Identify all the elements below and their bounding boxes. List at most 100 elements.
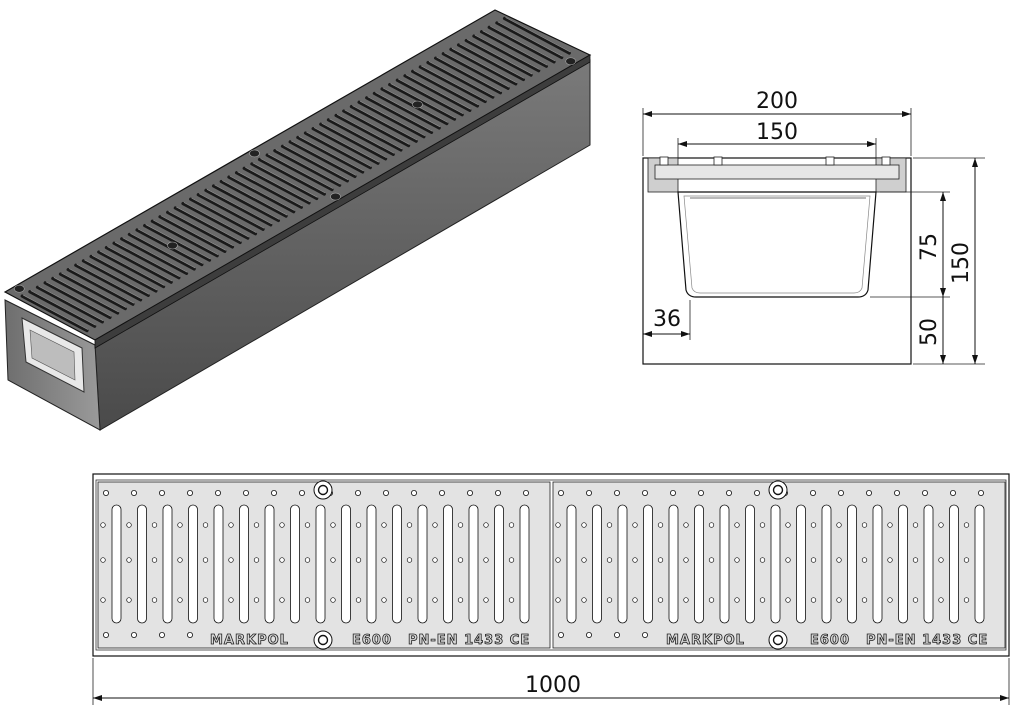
grate-dot — [642, 489, 649, 496]
grate-slot — [43, 281, 112, 320]
grate-dot — [242, 489, 249, 496]
grate-dot — [759, 597, 766, 603]
grate-slot — [311, 127, 380, 165]
dimension-label-150-top: 150 — [756, 120, 798, 145]
grate-slot-highlight — [214, 184, 280, 220]
dimension-outer-width: 200 — [642, 89, 912, 156]
grate-dot — [657, 557, 664, 563]
grate-dot — [861, 522, 868, 528]
grate-dot — [632, 522, 638, 528]
grate-slot — [694, 504, 704, 624]
grate-dot — [838, 489, 845, 496]
grate-slot — [487, 25, 556, 64]
grate-dot — [642, 632, 649, 639]
grate-slot — [372, 91, 441, 130]
grate-dot — [726, 489, 733, 496]
grate-dot — [330, 597, 336, 603]
grate-bolt-hole — [13, 284, 25, 293]
grate-slot-highlight — [153, 219, 219, 255]
grate-slot-highlight — [474, 34, 540, 70]
grate-slot-highlight — [260, 158, 326, 194]
grate-slot-highlight — [390, 83, 456, 119]
grate-slot — [290, 504, 300, 624]
grate-dot — [438, 489, 445, 496]
grate-slot — [457, 43, 526, 82]
grate-slot-highlight — [405, 74, 471, 110]
section-grate — [654, 164, 900, 180]
grate-dot — [523, 489, 530, 496]
dimension-inner-height: 75 — [870, 191, 950, 298]
grate-bolt-hole — [772, 634, 784, 646]
grate-slot-highlight — [451, 48, 517, 84]
grate-dot — [253, 557, 260, 563]
grate-dot — [963, 557, 970, 563]
grate-dot — [432, 522, 438, 528]
grate-slot — [212, 184, 280, 223]
grate-dot — [202, 522, 209, 528]
grate-dot — [508, 597, 515, 603]
grate-bolt-hole — [167, 241, 178, 250]
grate-slot — [303, 131, 372, 170]
grate-slot — [319, 122, 388, 161]
grate-slot — [97, 250, 166, 289]
cross-section-view: 200 150 150 75 — [642, 89, 985, 365]
grate-dot — [304, 557, 311, 563]
grate-dot — [158, 489, 165, 496]
grate-slot-highlight — [436, 56, 502, 92]
section-inner-trough — [677, 191, 877, 298]
grate-slot-highlight — [99, 250, 165, 286]
grate-slot — [617, 504, 628, 624]
grate-dot — [810, 597, 817, 603]
grate-dot — [632, 597, 638, 603]
grate-slot — [173, 206, 242, 245]
grate-slot — [417, 504, 428, 624]
grate-dot — [103, 489, 110, 496]
grate-slot — [468, 504, 479, 624]
grate-slot — [150, 219, 219, 258]
grate-dot — [100, 522, 106, 528]
grate-dot — [253, 522, 260, 528]
section-grate-bolt-far-right — [881, 156, 891, 166]
grate-dot — [186, 632, 193, 639]
grate-slot-highlight — [84, 259, 150, 295]
grate-slot-highlight — [61, 272, 127, 308]
grate-slot-highlight — [46, 281, 112, 317]
grate-slot — [51, 276, 120, 315]
grate-dot — [950, 489, 957, 496]
grate-slot-highlight — [268, 153, 334, 189]
grate-dot — [228, 522, 234, 528]
grate-slot — [366, 504, 377, 624]
grate-dot — [708, 522, 715, 528]
grate-slot — [464, 38, 533, 77]
grate-slot-highlight — [107, 246, 173, 282]
grate-slot — [365, 96, 434, 134]
grate-dot — [270, 489, 277, 496]
grate-slot-highlight — [122, 237, 188, 273]
grate-slot — [111, 504, 122, 624]
grate-dot — [887, 557, 893, 563]
grate-slot — [264, 504, 275, 624]
grate-dot — [483, 597, 489, 603]
grate-slot — [58, 272, 127, 311]
grate-dot — [298, 489, 305, 496]
grate-dot — [406, 557, 413, 563]
grate-dot — [432, 597, 438, 603]
grate-slot-highlight — [367, 96, 433, 132]
grate-slot-highlight — [160, 215, 226, 251]
grate-slot — [357, 100, 426, 139]
grate-dot — [494, 489, 501, 496]
grate-slot — [643, 504, 653, 624]
grate-slot-highlight — [428, 61, 494, 97]
dimension-wall-offset: 36 — [643, 300, 691, 340]
grate-dot — [457, 557, 464, 563]
grate-dot — [228, 597, 234, 603]
grate-dot — [555, 597, 561, 603]
grate-bolt-hole — [317, 484, 329, 496]
grate-dot — [963, 522, 970, 528]
grate-dot — [508, 557, 515, 563]
grate-dot — [202, 557, 209, 563]
grate-dot — [861, 597, 868, 603]
grate-dot — [126, 522, 132, 528]
grate-dot — [670, 489, 677, 496]
grate-dot — [177, 522, 183, 528]
